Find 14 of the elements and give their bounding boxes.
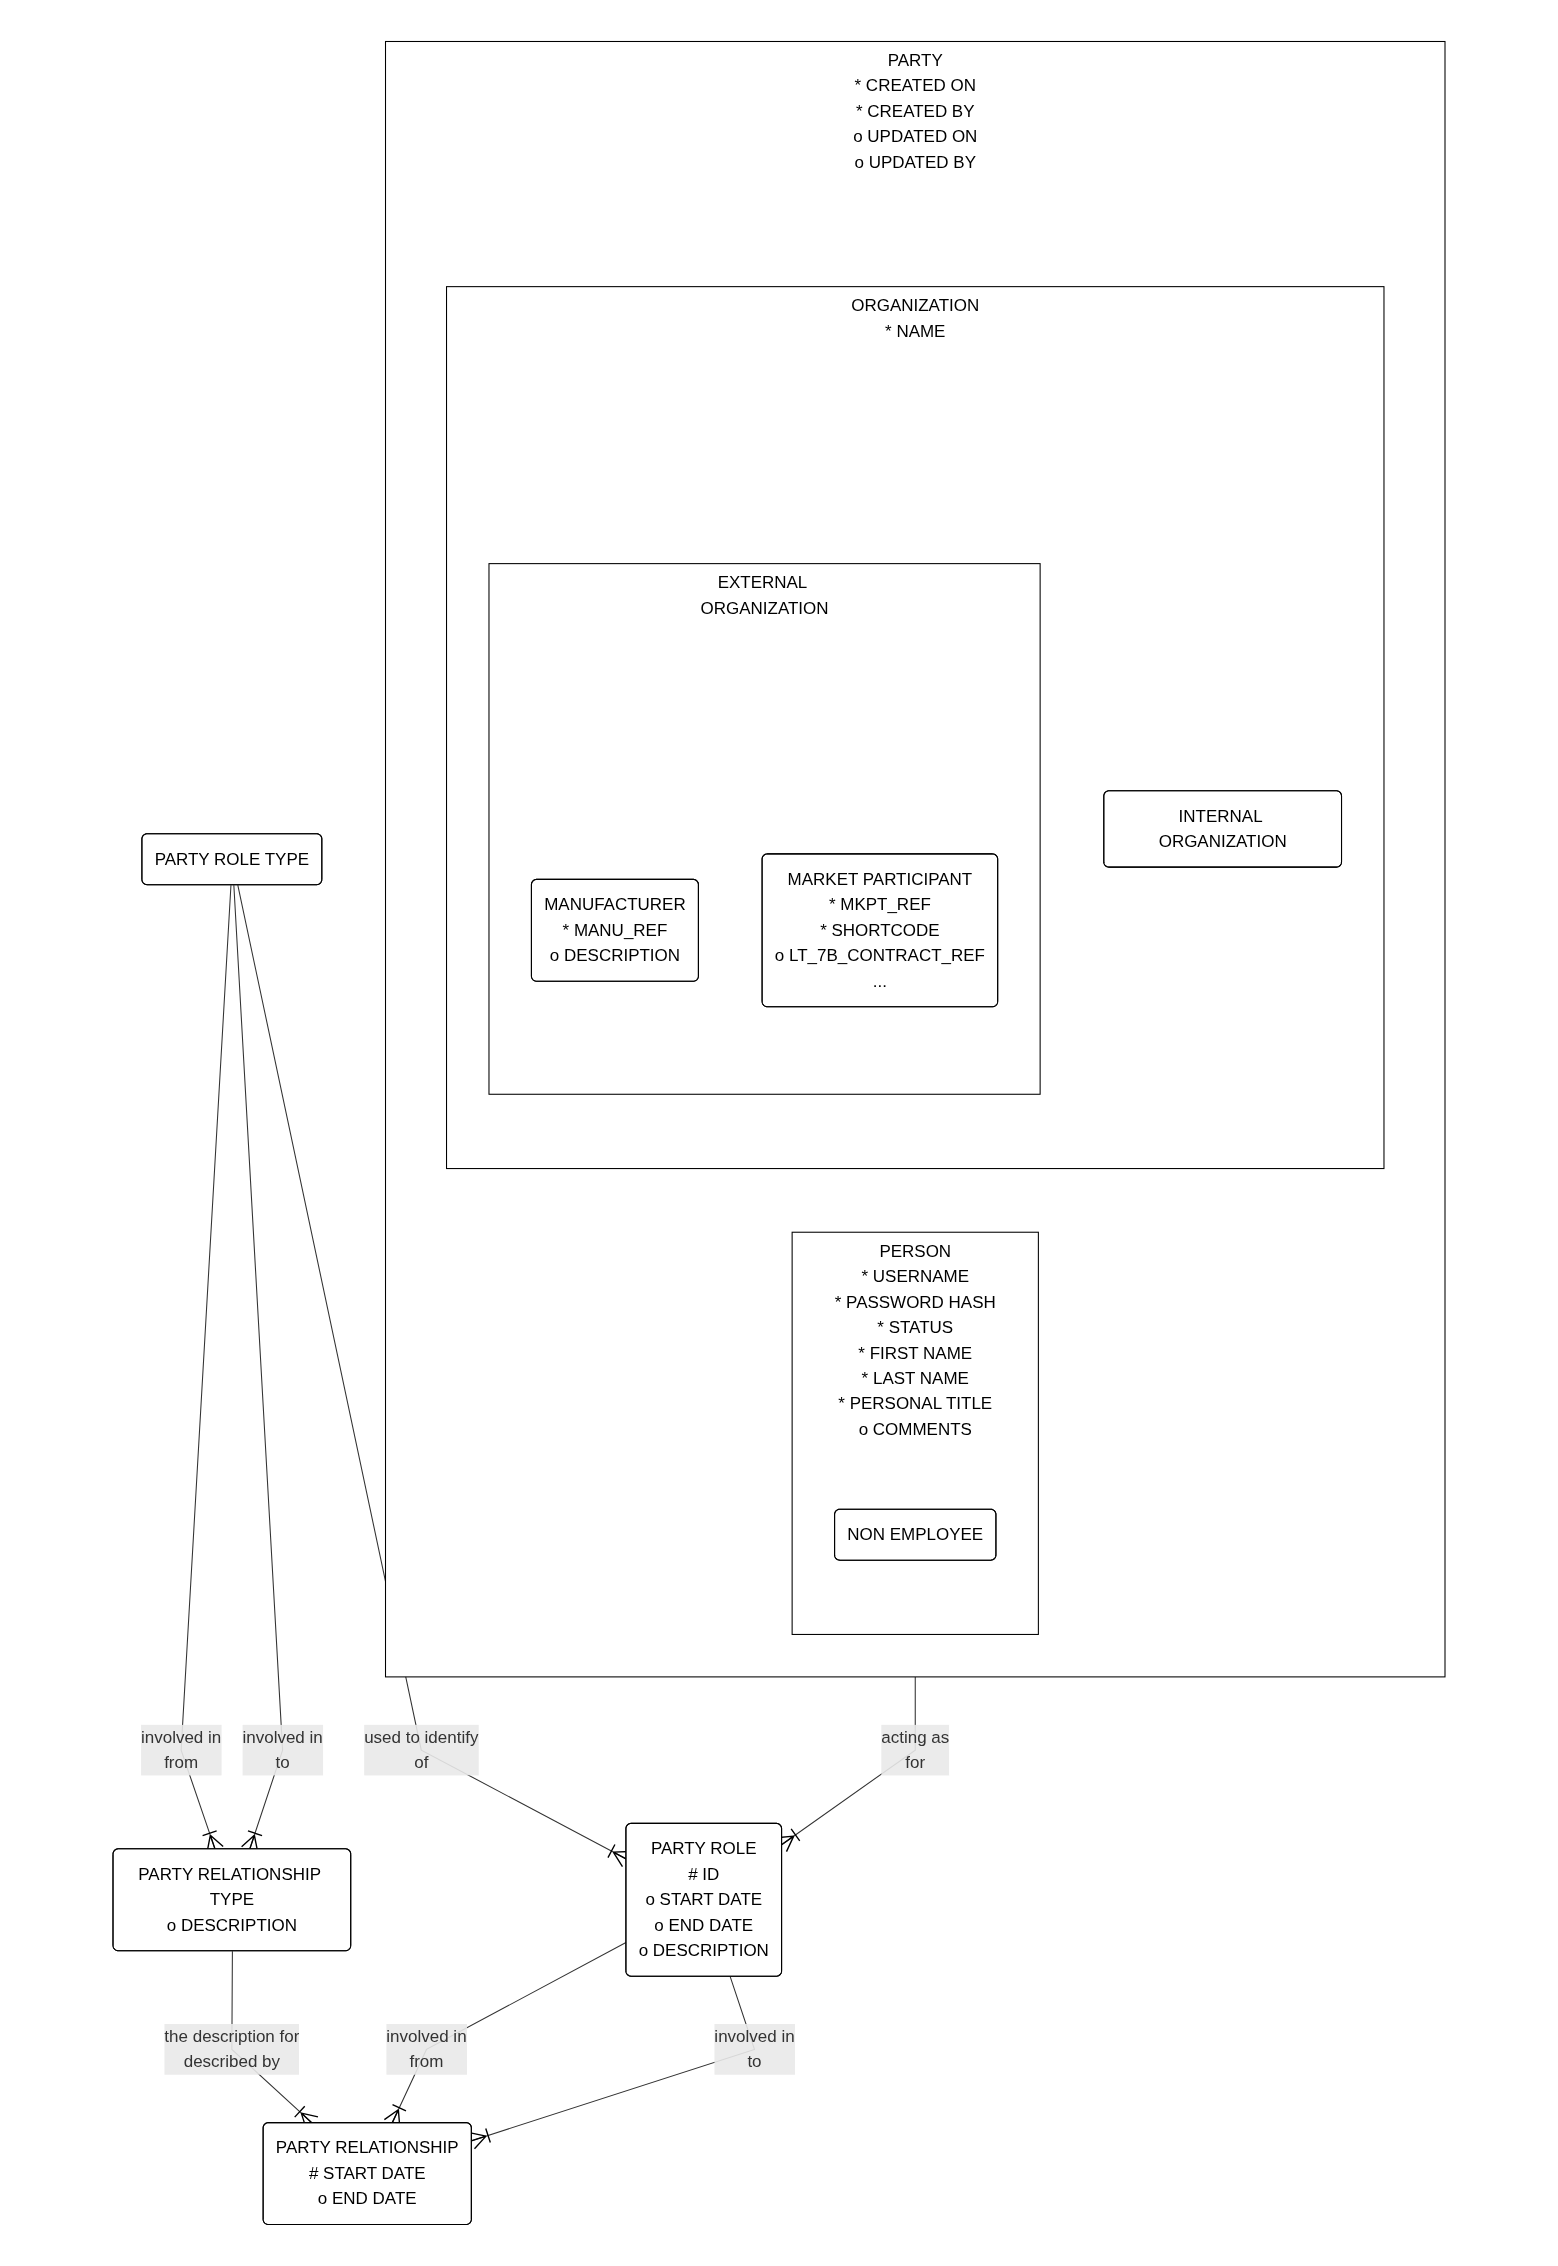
edge-label: from [164,1753,199,1772]
edge-label: to [275,1753,290,1772]
edge-label: involved in [386,2027,467,2046]
edge-label: involved in [714,2027,795,2046]
edge-label: described by [183,2052,280,2071]
edge-label: used to identify [364,1727,479,1746]
edge-label: from [409,2052,444,2071]
edge-label: to [747,2052,762,2071]
edge-label: involved in [242,1727,323,1746]
edge-label: involved in [141,1727,222,1746]
edge-label: the description for [164,2027,300,2046]
edge-label: for [905,1753,926,1772]
edge-label: of [414,1753,429,1772]
edge-label: acting as [881,1727,950,1746]
